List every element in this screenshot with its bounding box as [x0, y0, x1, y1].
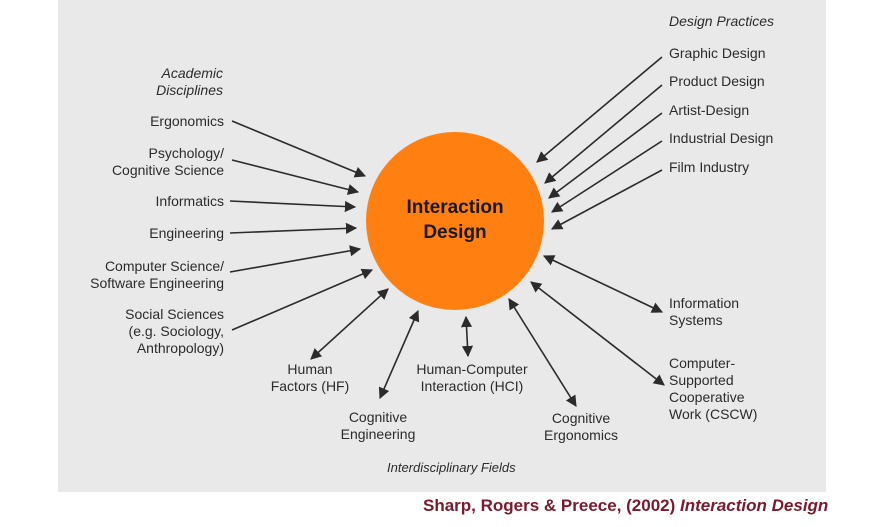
label-ergonomics: Ergonomics	[150, 113, 224, 129]
arrow-computer-science	[229, 245, 362, 273]
label-hci: Human-Computer Interaction (HCI)	[416, 361, 528, 394]
arrow-social-sciences	[231, 268, 374, 331]
citation-title: Interaction Design	[680, 496, 829, 515]
label-social-sciences: Social Sciences (e.g. Sociology, Anthrop…	[125, 306, 224, 356]
citation: Sharp, Rogers & Preece, (2002) Interacti…	[423, 496, 828, 516]
arrow-artist-design	[548, 112, 663, 199]
arrow-graphic-design	[536, 56, 663, 163]
label-engineering: Engineering	[149, 225, 224, 241]
arrow-hci	[460, 315, 474, 358]
citation-authors: Sharp, Rogers & Preece, (2002)	[423, 496, 681, 515]
label-information-systems: Information Systems	[669, 295, 740, 328]
label-product-design: Product Design	[669, 73, 765, 89]
arrow-product-design	[544, 84, 663, 184]
interaction-design-circle	[366, 132, 544, 310]
label-cognitive-engineering: Cognitive Engineering	[340, 409, 416, 442]
label-informatics: Informatics	[155, 193, 224, 209]
label-human-factors: Human Factors (HF)	[270, 361, 350, 394]
arrow-ergonomics	[231, 120, 367, 178]
label-psychology: Psychology/ Cognitive Science	[111, 145, 224, 178]
academic-disciplines-heading: Academic Disciplines	[156, 65, 223, 98]
arrow-engineering	[229, 222, 358, 234]
design-practices-heading: Design Practices	[669, 13, 775, 29]
arrow-human-factors	[310, 288, 389, 360]
label-computer-science: Computer Science/ Software Engineering	[90, 258, 224, 291]
page-number: 12	[853, 501, 867, 515]
arrow-information-systems	[542, 255, 664, 313]
label-cscw: Computer- Supported Cooperative Work (CS…	[669, 355, 758, 422]
arrow-industrial-design	[551, 140, 663, 213]
center-title-line1: Interaction	[406, 197, 504, 218]
arrow-cognitive-engineering	[378, 309, 420, 400]
arrow-psychology	[231, 159, 360, 195]
label-artist-design: Artist-Design	[669, 102, 750, 118]
center-title: Interaction Design	[367, 195, 543, 245]
label-graphic-design: Graphic Design	[669, 45, 766, 61]
interdisciplinary-fields-heading: Interdisciplinary Fields	[387, 460, 516, 475]
center-title-line2: Design	[423, 222, 487, 243]
arrow-film-industry	[551, 169, 663, 230]
label-cognitive-ergonomics: Cognitive Ergonomics	[544, 410, 618, 443]
label-film-industry: Film Industry	[669, 159, 750, 175]
arrow-informatics	[229, 200, 357, 213]
arrow-cscw	[530, 281, 665, 386]
label-industrial-design: Industrial Design	[669, 130, 774, 146]
